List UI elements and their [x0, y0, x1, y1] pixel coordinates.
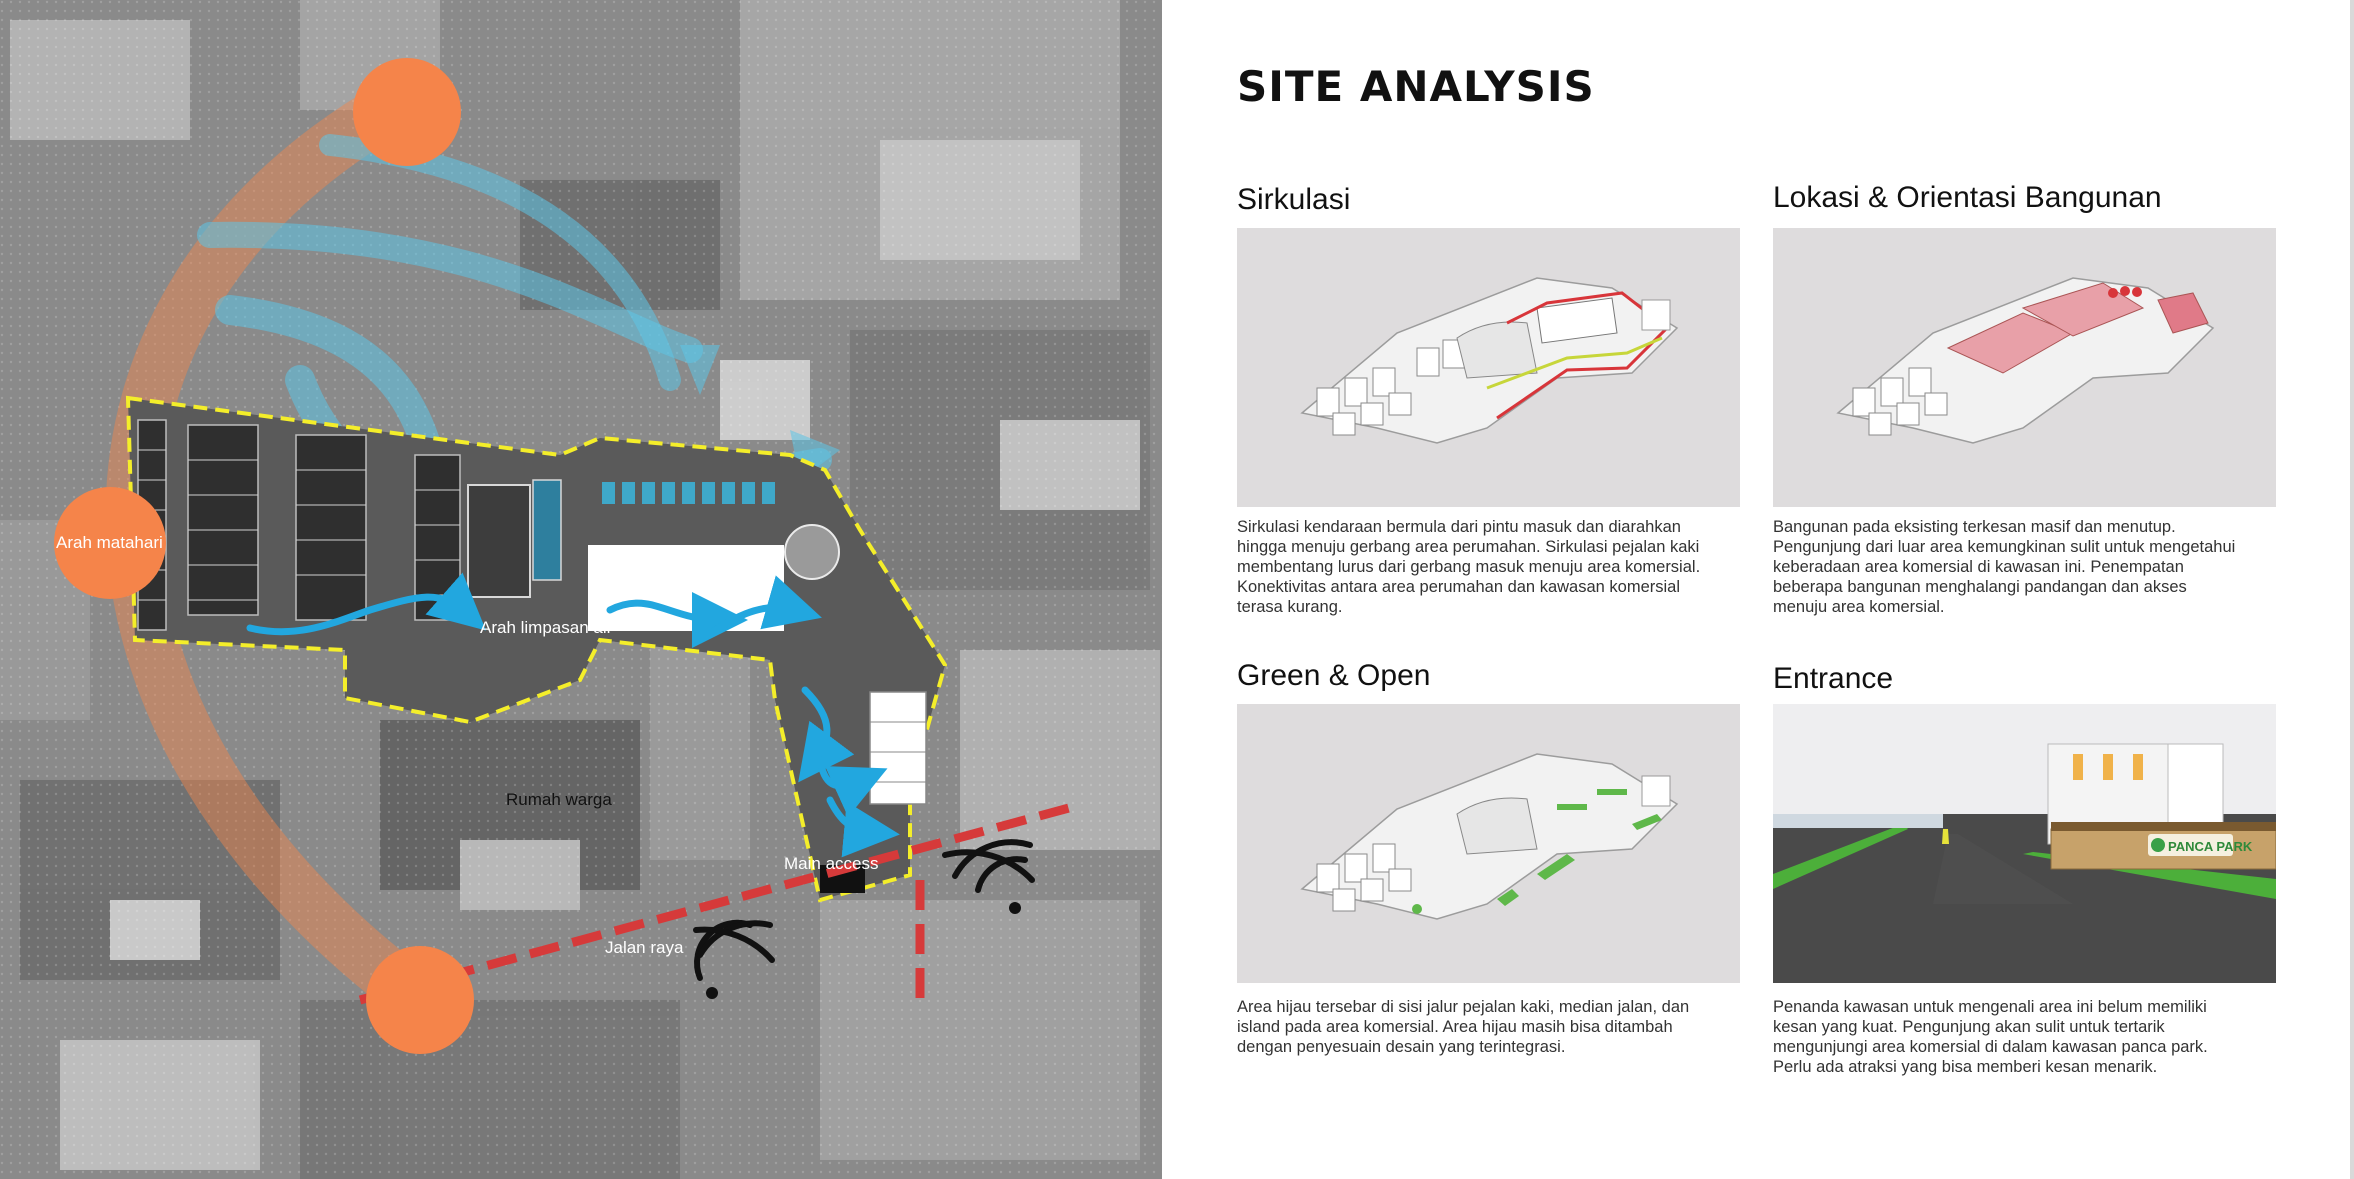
site-map: Arah matahari Arah limpasan air Rumah wa…	[0, 0, 1162, 1179]
noise-icon	[693, 919, 775, 999]
axonometric-green-open-space-diagram-icon	[1300, 753, 1679, 920]
parking-building	[869, 691, 927, 805]
site-map-svg: Arah matahari Arah limpasan air Rumah wa…	[0, 0, 1162, 1179]
description-lokasi: Bangunan pada eksisting terkesan masif d…	[1773, 518, 2236, 616]
section-title-lokasi: Lokasi & Orientasi Bangunan	[1773, 181, 2162, 214]
entrance-sign-text: PANCA PARK	[2168, 839, 2253, 854]
pool	[532, 479, 562, 581]
label-main-access: Main access	[784, 854, 878, 873]
axonometric-building-orientation-diagram-icon	[1836, 277, 2215, 444]
section-title-entrance: Entrance	[1773, 662, 1894, 695]
site-plan	[125, 395, 948, 903]
axonometric-circulation-diagram-icon	[1300, 277, 1679, 444]
main-road-line	[358, 800, 1082, 1005]
description-entrance: Penanda kawasan untuk mengenali area ini…	[1773, 998, 2208, 1076]
label-residents: Rumah warga	[506, 790, 612, 809]
leaf-icon	[2151, 838, 2165, 852]
runoff-arrows	[246, 572, 900, 858]
section-title-sirkulasi: Sirkulasi	[1237, 183, 1351, 216]
sun-icon	[54, 487, 166, 599]
image-green	[1237, 704, 1740, 983]
sun-icon	[353, 58, 461, 166]
image-entrance: PANCA PARK	[1773, 704, 2276, 983]
plaza-circle	[784, 524, 840, 580]
page-edge	[2350, 0, 2354, 1179]
sun-icon	[366, 946, 474, 1054]
section-title-green: Green & Open	[1237, 659, 1431, 692]
noise-icon	[942, 839, 1035, 914]
description-green: Area hijau tersebar di sisi jalur pejala…	[1237, 998, 1690, 1056]
label-main-road: Jalan raya	[605, 938, 684, 957]
image-sirkulasi	[1237, 228, 1740, 507]
sport-court	[467, 484, 531, 598]
page-title: SITE ANALYSIS	[1237, 62, 1595, 111]
label-sun-direction: Arah matahari	[56, 533, 163, 552]
entrance-perspective-render-icon: PANCA PARK	[1773, 704, 2276, 983]
label-water-runoff: Arah limpasan air	[480, 618, 613, 637]
analysis-panel: SITE ANALYSIS Sirkulasi Sirkulasi kendar…	[1162, 0, 2354, 1179]
image-lokasi	[1773, 228, 2276, 507]
description-sirkulasi: Sirkulasi kendaraan bermula dari pintu m…	[1237, 518, 1701, 616]
